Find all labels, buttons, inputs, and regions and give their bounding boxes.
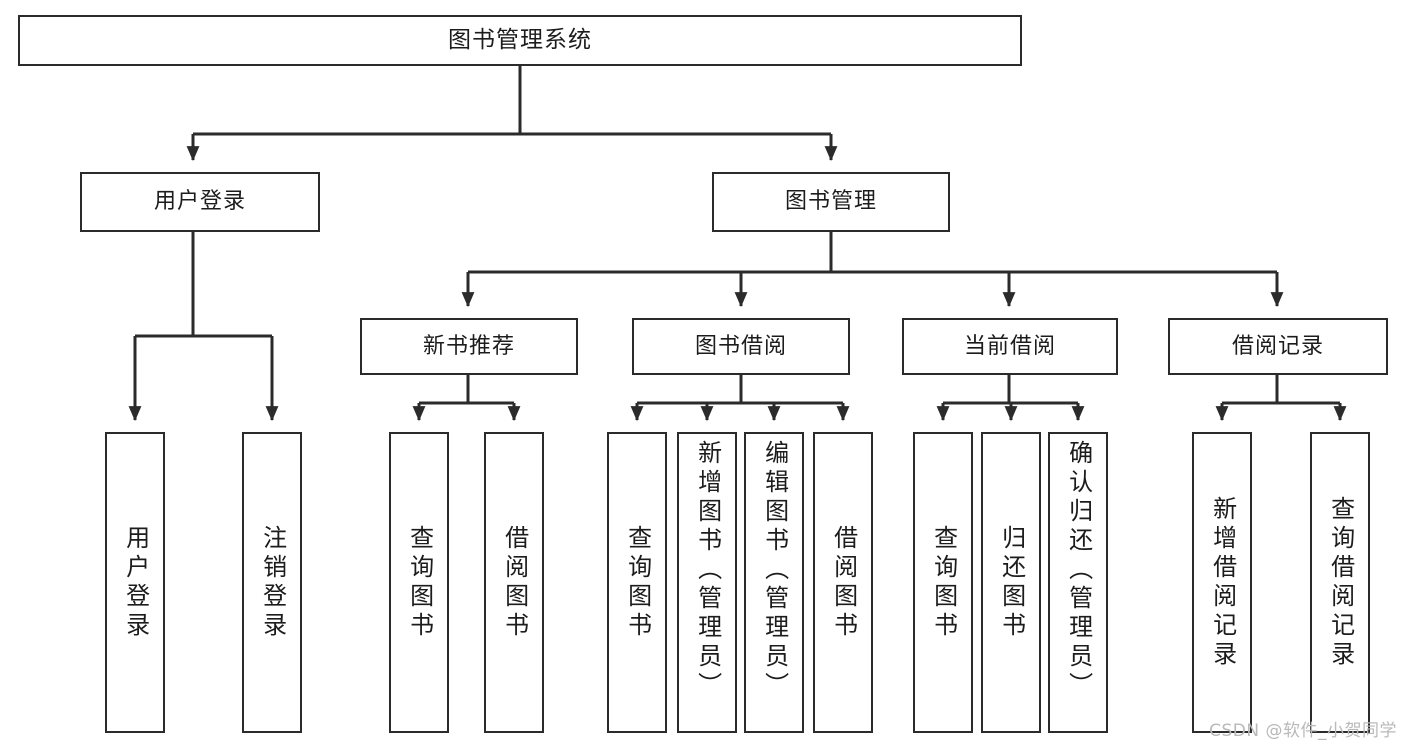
leaf-add-book-admin[interactable]: 新增图书（管理员） xyxy=(677,432,737,733)
leaf-borrow-book-1-label: 借阅图书 xyxy=(500,524,529,641)
leaf-user-login-label: 用户登录 xyxy=(121,524,150,641)
leaf-borrow-book-1[interactable]: 借阅图书 xyxy=(484,432,544,733)
leaf-borrow-book-2-label: 借阅图书 xyxy=(829,524,858,641)
leaf-return-book-label: 归还图书 xyxy=(997,524,1026,641)
leaf-query-book-2[interactable]: 查询图书 xyxy=(607,432,667,733)
leaf-user-login[interactable]: 用户登录 xyxy=(105,432,165,733)
node-book-borrow-label: 图书借阅 xyxy=(694,333,787,359)
leaf-borrow-book-2[interactable]: 借阅图书 xyxy=(813,432,873,733)
node-book-manage[interactable]: 图书管理 xyxy=(712,172,950,232)
leaf-edit-book-admin[interactable]: 编辑图书（管理员） xyxy=(744,432,804,733)
leaf-query-book-1-label: 查询图书 xyxy=(405,524,434,641)
leaf-confirm-return-admin[interactable]: 确认归还（管理员） xyxy=(1048,432,1108,733)
leaf-return-book[interactable]: 归还图书 xyxy=(981,432,1041,733)
node-new-book-recommend[interactable]: 新书推荐 xyxy=(360,318,578,375)
node-book-manage-label: 图书管理 xyxy=(784,189,877,215)
leaf-query-book-1[interactable]: 查询图书 xyxy=(389,432,449,733)
node-current-borrow[interactable]: 当前借阅 xyxy=(902,318,1118,375)
leaf-logout-label: 注销登录 xyxy=(258,524,287,641)
node-root-label: 图书管理系统 xyxy=(448,27,592,54)
leaf-query-borrow-record-label: 查询借阅记录 xyxy=(1326,495,1355,670)
leaf-query-book-3-label: 查询图书 xyxy=(929,524,958,641)
leaf-query-book-3[interactable]: 查询图书 xyxy=(913,432,973,733)
node-book-borrow[interactable]: 图书借阅 xyxy=(632,318,850,375)
leaf-query-book-2-label: 查询图书 xyxy=(623,524,652,641)
node-borrow-record-label: 借阅记录 xyxy=(1231,333,1324,359)
leaf-edit-book-admin-label: 编辑图书（管理员） xyxy=(760,440,789,701)
leaf-add-borrow-record[interactable]: 新增借阅记录 xyxy=(1192,432,1252,733)
node-user-login[interactable]: 用户登录 xyxy=(80,172,320,232)
leaf-confirm-return-admin-label: 确认归还（管理员） xyxy=(1064,440,1093,701)
csdn-watermark: CSDN @软件_小贺同学 xyxy=(1209,721,1397,741)
leaf-add-book-admin-label: 新增图书（管理员） xyxy=(693,440,722,701)
node-user-login-label: 用户登录 xyxy=(153,189,246,215)
leaf-add-borrow-record-label: 新增借阅记录 xyxy=(1208,495,1237,670)
node-borrow-record[interactable]: 借阅记录 xyxy=(1168,318,1388,375)
node-new-book-recommend-label: 新书推荐 xyxy=(422,333,515,359)
leaf-query-borrow-record[interactable]: 查询借阅记录 xyxy=(1310,432,1370,733)
node-current-borrow-label: 当前借阅 xyxy=(963,333,1056,359)
node-root[interactable]: 图书管理系统 xyxy=(18,15,1022,66)
leaf-logout[interactable]: 注销登录 xyxy=(242,432,302,733)
